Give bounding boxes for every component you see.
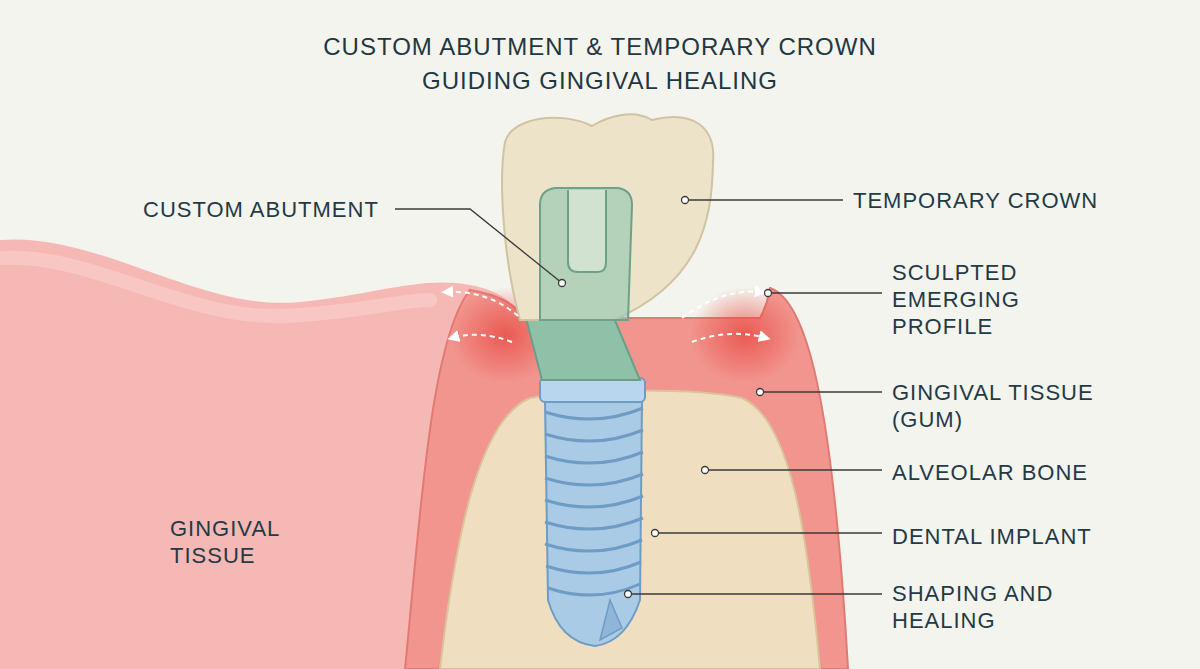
transmucosal-abutment bbox=[526, 318, 640, 380]
apical-notch bbox=[600, 600, 622, 640]
part-label: TEMPORARY CROWN bbox=[853, 187, 1133, 214]
diagram-title: CUSTOM ABUTMENT & TEMPORARY CROWN GUIDIN… bbox=[280, 30, 920, 98]
leader-lines bbox=[395, 200, 882, 594]
part-label: GINGIVAL TISSUE bbox=[170, 515, 300, 569]
implant-body bbox=[545, 400, 642, 646]
part-label: DENTAL IMPLANT bbox=[892, 523, 1172, 550]
part-label: ALVEOLAR BONE bbox=[892, 459, 1172, 486]
leader-dots bbox=[559, 197, 772, 598]
tissue-arrows bbox=[446, 292, 766, 342]
part-label: SHAPING AND HEALING bbox=[892, 580, 1062, 634]
inflammation-glow bbox=[690, 287, 800, 383]
part-label: CUSTOM ABUTMENT bbox=[143, 196, 403, 223]
part-label: SCULPTED EMERGING PROFILE bbox=[892, 259, 1042, 340]
implant-collar bbox=[540, 378, 645, 402]
inner-gingiva bbox=[405, 288, 848, 669]
abutment-channel bbox=[568, 190, 606, 272]
temporary-crown bbox=[502, 114, 713, 320]
alveolar-bone bbox=[440, 391, 820, 669]
gingiva-highlight bbox=[0, 258, 430, 316]
implant-threads bbox=[545, 408, 643, 595]
part-label: GINGIVAL TISSUE (GUM) bbox=[892, 379, 1132, 433]
custom-abutment bbox=[540, 188, 632, 320]
